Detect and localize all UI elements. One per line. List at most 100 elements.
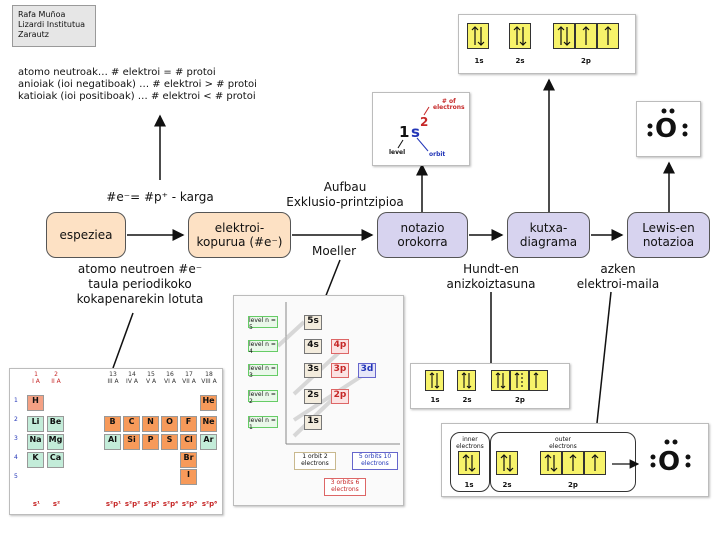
inner-electrons-group: inner electrons — [450, 432, 490, 492]
box-diagram-top: 1s 2s 2p — [458, 14, 636, 74]
node-lewis-line2: notazioa — [642, 235, 695, 249]
block-config: s²p⁶ — [201, 500, 218, 508]
label-hundt-line1: Hundt-en — [463, 262, 519, 276]
element-cell-b: B — [104, 416, 121, 432]
node-notazio-line2: orokorra — [397, 235, 448, 249]
electron-formula: #e⁻= #p⁺ - karga — [106, 190, 214, 204]
note-cations: katioiak (ioi positiboak) … # elektroi <… — [18, 91, 256, 102]
lewis-dots — [647, 108, 688, 137]
element-cell-br: Br — [180, 452, 197, 468]
node-lewis-notazioa: Lewis-en notazioa — [627, 212, 710, 258]
orbital-3p: 3p — [331, 363, 349, 378]
box-top-label-1s: 1s — [474, 57, 484, 65]
group-roman: I A — [32, 378, 40, 385]
inner-electrons-caption: inner electrons — [451, 436, 489, 450]
element-cell-he: He — [200, 395, 217, 411]
group-roman: V A — [145, 378, 157, 385]
period-number: 3 — [14, 435, 18, 442]
node-elektroi-line1: elektroi- — [214, 221, 265, 235]
orbital-4p: 4p — [331, 339, 349, 354]
mid-box-2s — [457, 370, 476, 391]
moeller-level-4: level n = 4 — [248, 340, 278, 355]
group-roman: II A — [51, 378, 61, 385]
element-cell-cl: Cl — [180, 434, 197, 450]
period-number: 1 — [14, 397, 18, 404]
moeller-legend-p: 3 orbits 6 electrons — [324, 478, 366, 496]
node-kutxa-line1: kutxa- — [529, 221, 568, 235]
group-number: 15 — [147, 371, 155, 378]
element-cell-ca: Ca — [47, 452, 64, 468]
label-aufbau: Aufbau Exklusio-printzipioa — [285, 180, 405, 210]
label-moeller: Moeller — [311, 244, 357, 258]
element-cell-be: Be — [47, 416, 64, 432]
note-anions: anioiak (ioi negatiboak) … # elektroi > … — [18, 79, 257, 90]
box-bottom-label-1s: 1s — [464, 481, 474, 489]
ion-notes: atomo neutroak… # elektroi = # protoi an… — [18, 67, 257, 103]
node-notazio-line1: notazio — [400, 221, 445, 235]
element-cell-mg: Mg — [47, 434, 64, 450]
element-cell-n: N — [142, 416, 159, 432]
element-cell-li: Li — [27, 416, 44, 432]
moeller-level-3: level n = 3 — [248, 364, 278, 379]
label-atomo-line2: taula periodikoko — [88, 277, 192, 291]
node-elektroi-line2: kopurua (#e⁻) — [196, 235, 283, 249]
element-cell-ne: Ne — [200, 416, 217, 432]
group-roman: VII A — [182, 378, 196, 385]
spin-arrows-bottom — [462, 454, 640, 472]
lewis-dots-bottom — [650, 439, 691, 468]
box-bottom-label-2s: 2s — [502, 481, 512, 489]
label-azken-line2: elektroi-maila — [576, 277, 660, 291]
group-roman: III A — [107, 378, 119, 385]
lewis-oxygen-bottom: O — [658, 447, 681, 477]
box-bottom-label-2p: 2p — [568, 481, 578, 489]
spin-arrows-mid — [429, 372, 539, 389]
mid-box-2p-c — [529, 370, 548, 391]
electrons-count-caption: # of electrons — [433, 99, 465, 111]
element-cell-p: P — [142, 434, 159, 450]
level-digit: 1 — [399, 123, 410, 141]
group-roman: IV A — [126, 378, 138, 385]
box-top-label-2p: 2p — [581, 57, 591, 65]
orbital-1s: 1s — [304, 415, 322, 430]
group-number: 17 — [185, 371, 193, 378]
element-cell-na: Na — [27, 434, 44, 450]
outer-electrons-caption: outer electrons — [491, 436, 635, 450]
block-config: s² — [52, 500, 61, 508]
orbital-4s: 4s — [304, 339, 322, 354]
credit-school: Lizardi Institutua — [18, 20, 86, 29]
group-number: 2 — [54, 371, 58, 378]
label-atomo-line3: kokapenarekin lotuta — [76, 292, 204, 306]
element-cell-si: Si — [123, 434, 140, 450]
block-config: s²p¹ — [105, 500, 122, 508]
group-number: 14 — [128, 371, 136, 378]
orbital-3s: 3s — [304, 363, 322, 378]
mid-box-1s — [425, 370, 444, 391]
node-notazio-orokorra: notazio orokorra — [377, 212, 468, 258]
spin-arrows-top — [471, 26, 612, 46]
box-diagram-bottom: inner electrons outer electrons 1s 2s 2p… — [441, 423, 709, 497]
group-roman: VI A — [164, 378, 176, 385]
node-kutxa-diagrama: kutxa- diagrama — [507, 212, 590, 258]
group-roman: VIII A — [201, 378, 217, 385]
lewis-panel-top: O — [636, 101, 701, 157]
mid-box-2p-a — [491, 370, 510, 391]
electrons-digit: 2 — [420, 115, 429, 129]
element-cell-ar: Ar — [200, 434, 217, 450]
credit-name: Rafa Muñoa — [18, 10, 66, 19]
label-atomo: atomo neutroen #e⁻ taula periodikoko kok… — [62, 262, 218, 307]
block-config: s²p⁵ — [181, 500, 198, 508]
inner-caption-line1: inner — [462, 436, 478, 443]
element-cell-o: O — [161, 416, 178, 432]
period-number: 2 — [14, 416, 18, 423]
moeller-legend-s: 1 orbit 2 electrons — [294, 452, 336, 470]
notation-arrows — [397, 106, 430, 152]
credit-town: Zarautz — [18, 30, 49, 39]
node-espeziea: espeziea — [46, 212, 126, 258]
element-cell-f: F — [180, 416, 197, 432]
box-mid-label-2p: 2p — [515, 396, 525, 404]
label-azken-line1: azken — [600, 262, 636, 276]
block-config: s²p⁴ — [162, 500, 179, 508]
label-hundt: Hundt-en anizkoiztasuna — [432, 262, 550, 292]
